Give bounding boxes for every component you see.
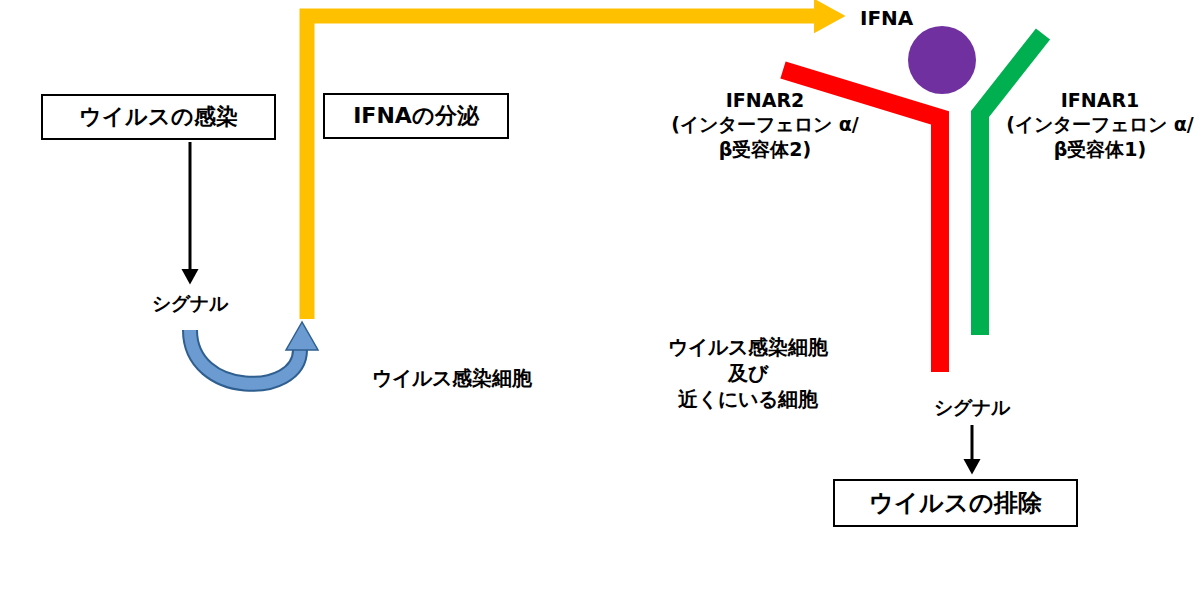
cell-shape — [4, 152, 591, 595]
curved-arrow-head — [286, 322, 318, 350]
connector-arrow — [971, 425, 974, 459]
cell-label-box: ウイルス感染細胞 — [339, 356, 565, 400]
curved-arrow-outline — [190, 330, 300, 384]
signal-text: シグナル — [930, 393, 1014, 423]
receptor-label: IFNAR1 (インターフェロン α/β受容体1) — [1005, 88, 1195, 161]
cell-shape — [598, 180, 1195, 595]
node-text: ウイルスの排除 — [869, 487, 1042, 519]
ifna-molecule: IFNA — [850, 2, 985, 98]
cell-label-box: ウイルス感染細胞 及び 近くにいる細胞 — [648, 326, 848, 420]
cell-ellipse: シグナルウイルスの排除 ウイルス感染細胞 及び 近くにいる細胞 — [596, 178, 1196, 596]
signal-text: シグナル — [148, 289, 232, 319]
node-text: ウイルスの感染 — [79, 102, 238, 132]
curved-arrow — [190, 330, 300, 384]
process-box: ウイルスの排除 — [833, 479, 1078, 527]
node-text: ウイルス感染細胞 及び 近くにいる細胞 — [662, 334, 834, 412]
process-box: ウイルスの感染 — [41, 94, 276, 140]
label-text: IFNAR2 (インターフェロン α/β受容体2) — [670, 88, 860, 161]
connector-arrow — [189, 142, 192, 269]
connector-arrow — [307, 16, 814, 319]
node-text: IFNA — [860, 6, 913, 30]
cell-ellipse: シグナルウイルス感染細胞 — [2, 150, 592, 596]
receptor-ifnar1 — [980, 34, 1043, 335]
ifna-circle — [908, 26, 976, 94]
node-text: シグナル — [934, 395, 1010, 421]
node-text: シグナル — [152, 291, 228, 317]
receptor-label: IFNAR2 (インターフェロン α/β受容体2) — [670, 88, 860, 161]
process-box: IFNAの分泌 — [323, 93, 509, 139]
node-text: IFNAの分泌 — [353, 101, 479, 131]
node-text: ウイルス感染細胞 — [372, 365, 532, 391]
label-text: IFNAR1 (インターフェロン α/β受容体1) — [1005, 88, 1195, 161]
